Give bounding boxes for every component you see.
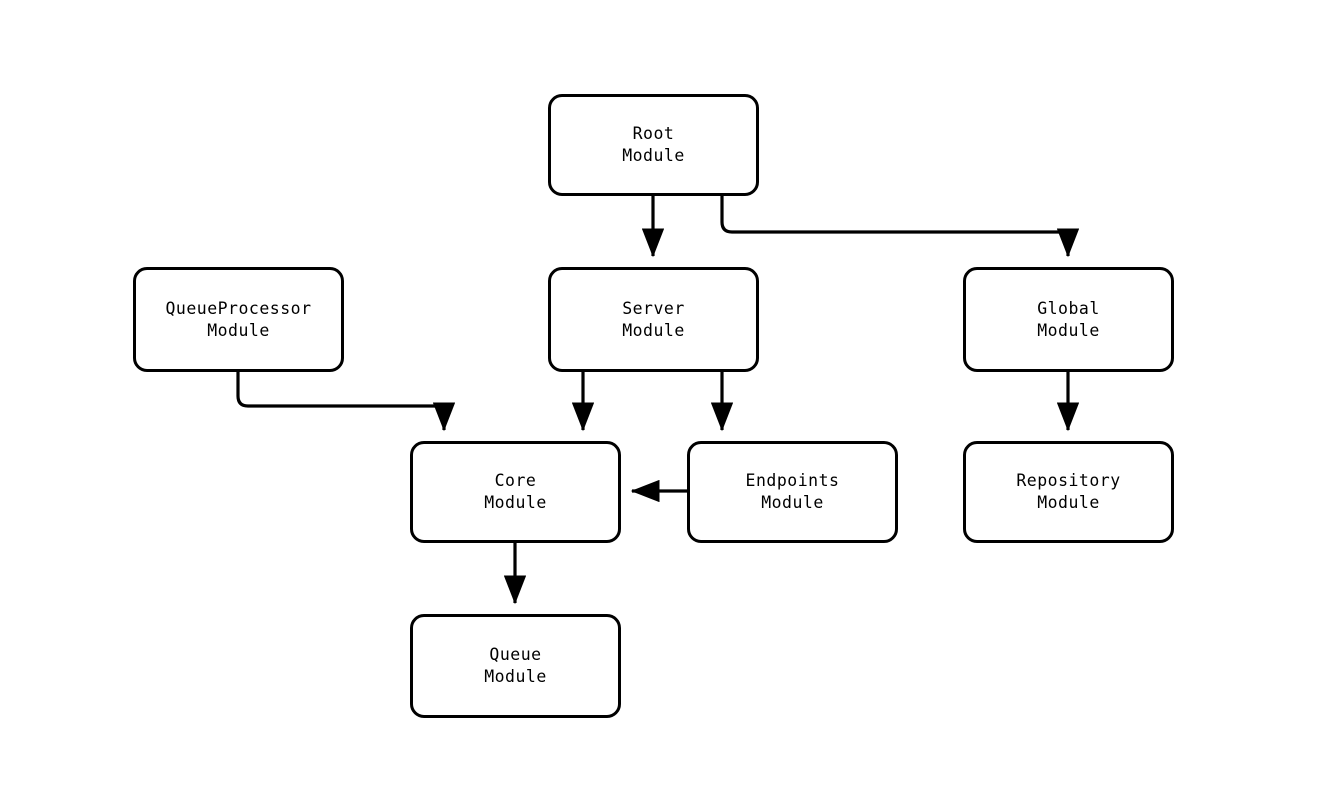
node-global-title: Global <box>1037 298 1100 318</box>
node-queueprocessor-subtitle: Module <box>207 320 270 340</box>
node-queue-subtitle: Module <box>484 667 547 686</box>
node-queue-title: Queue <box>489 645 542 664</box>
node-core-title: Core <box>494 471 537 490</box>
node-root-title: Root <box>632 124 675 143</box>
node-core-subtitle: Module <box>484 493 547 512</box>
node-endpoints-title: Endpoints <box>745 471 840 490</box>
node-repository-title: Repository <box>1016 471 1121 490</box>
node-server-subtitle: Module <box>622 320 685 340</box>
edge-root-to-global <box>720 196 1080 258</box>
node-repository-subtitle: Module <box>1037 493 1100 512</box>
edge-queueprocessor-to-core <box>236 372 456 432</box>
node-global-subtitle: Module <box>1037 320 1100 340</box>
node-server-title: Server <box>622 298 685 318</box>
node-endpoints-subtitle: Module <box>761 493 824 512</box>
node-queueprocessor-title: QueueProcessor <box>165 298 312 318</box>
node-root-subtitle: Module <box>622 146 685 165</box>
